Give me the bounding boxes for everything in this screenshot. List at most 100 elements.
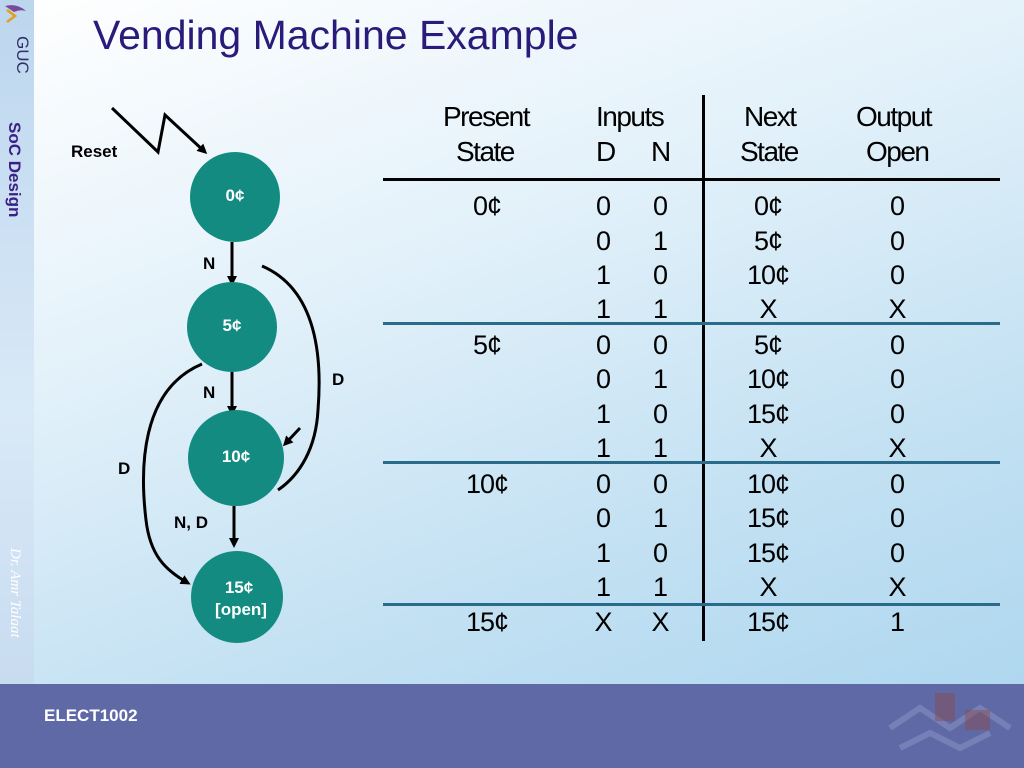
header-next-state: State <box>740 136 799 167</box>
state-15-circle <box>191 551 283 643</box>
table-cell-input-n: 0 <box>652 469 668 499</box>
header-inputs: Inputs <box>596 101 665 132</box>
table-cell-next-state: X <box>759 572 777 602</box>
edge-label-nd: N, D <box>174 513 208 532</box>
logo-text: GUC <box>13 36 32 74</box>
edge-d-0-10 <box>261 264 321 492</box>
edge-label-n1: N <box>203 254 215 273</box>
state-10-label: 10¢ <box>222 447 251 466</box>
header-output: Output <box>856 101 933 132</box>
table-cell-input-d: 0 <box>595 469 611 499</box>
edge-d-5-15 <box>142 362 203 585</box>
table-cell-output: 0 <box>889 226 905 256</box>
table-cell-input-d: 0 <box>595 191 611 221</box>
header-output-open: Open <box>866 136 930 167</box>
table-cell-next-state: 15¢ <box>746 607 790 637</box>
table-cell-input-n: 1 <box>652 572 668 602</box>
table-cell-next-state: 15¢ <box>746 503 790 533</box>
table-cell-input-n: 1 <box>652 294 668 324</box>
table-cell-input-n: 1 <box>652 364 668 394</box>
table-cell-input-d: 0 <box>595 226 611 256</box>
state-0-label: 0¢ <box>226 186 245 205</box>
table-cell-output: X <box>888 433 906 463</box>
group-separator-2 <box>383 461 1000 464</box>
table-cell-input-d: 1 <box>595 572 611 602</box>
table-cell-input-n: 0 <box>652 399 668 429</box>
table-cell-output: 0 <box>889 469 905 499</box>
reset-label: Reset <box>71 142 118 161</box>
header-present: Present <box>443 101 531 132</box>
table-cell-input-d: 1 <box>595 399 611 429</box>
header-next: Next <box>744 101 797 132</box>
table-cell-present: 15¢ <box>465 607 509 637</box>
footer-decoration <box>888 693 1012 752</box>
sidebar <box>0 0 34 684</box>
group-separator-3 <box>383 603 1000 606</box>
table-cell-present: 10¢ <box>465 469 509 499</box>
state-15-open-label: [open] <box>215 600 267 619</box>
table-cell-input-d: 1 <box>595 260 611 290</box>
table-cell-input-d: 1 <box>595 538 611 568</box>
table-cell-input-n: 1 <box>652 226 668 256</box>
table-cell-input-n: 0 <box>652 538 668 568</box>
table-cell-next-state: 5¢ <box>753 330 783 360</box>
table-cell-input-d: 0 <box>595 503 611 533</box>
header-rule <box>383 178 1000 181</box>
table-cell-input-n: 0 <box>652 191 668 221</box>
state-10-circle <box>188 410 284 506</box>
table-cell-next-state: 5¢ <box>753 226 783 256</box>
sidebar-label: SoC Design <box>5 122 24 218</box>
group-separator-1 <box>383 322 1000 325</box>
table-cell-output: 0 <box>889 330 905 360</box>
table-cell-input-d: 1 <box>595 294 611 324</box>
table-cell-next-state: 10¢ <box>746 469 790 499</box>
state-0-circle <box>190 152 280 242</box>
edge-d-0-10-head <box>282 426 302 447</box>
table-cell-output: X <box>888 294 906 324</box>
table-cell-output: 0 <box>889 538 905 568</box>
table-cell-next-state: 15¢ <box>746 399 790 429</box>
table-cell-next-state: X <box>759 433 777 463</box>
table-cell-input-n: 0 <box>652 330 668 360</box>
table-cell-output: 0 <box>889 364 905 394</box>
table-cell-output: 0 <box>889 191 905 221</box>
edge-label-d-right: D <box>332 370 344 389</box>
table-cell-input-n: 0 <box>652 260 668 290</box>
table-cell-output: X <box>888 572 906 602</box>
guc-logo: GUC <box>5 5 32 74</box>
edge-label-d-left: D <box>118 459 130 478</box>
slide-title: Vending Machine Example <box>93 12 579 58</box>
state-5-label: 5¢ <box>223 316 242 335</box>
header-present-state: State <box>456 136 515 167</box>
table-cell-present: 0¢ <box>472 191 502 221</box>
table-cell-input-d: 0 <box>595 364 611 394</box>
table-cell-input-n: X <box>651 607 669 637</box>
table-cell-next-state: 10¢ <box>746 260 790 290</box>
table-cell-input-n: 1 <box>652 503 668 533</box>
table-cell-output: 0 <box>889 399 905 429</box>
table-cell-input-d: 0 <box>595 330 611 360</box>
table-cell-next-state: 10¢ <box>746 364 790 394</box>
table-cell-next-state: X <box>759 294 777 324</box>
course-code: ELECT1002 <box>44 706 138 725</box>
table-cell-input-d: 1 <box>595 433 611 463</box>
table-cell-input-d: X <box>594 607 612 637</box>
state-5-circle <box>187 282 277 372</box>
table-cell-output: 1 <box>889 607 905 637</box>
table-cell-output: 0 <box>889 503 905 533</box>
reset-arrow <box>110 106 208 155</box>
footer-bar <box>0 684 1024 768</box>
state-15-label: 15¢ <box>225 578 254 597</box>
header-input-n: N <box>651 136 671 167</box>
author-label: Dr. Amr Talaat <box>7 548 23 638</box>
header-input-d: D <box>596 136 616 167</box>
table-cell-next-state: 15¢ <box>746 538 790 568</box>
table-cell-input-n: 1 <box>652 433 668 463</box>
table-cell-next-state: 0¢ <box>753 191 783 221</box>
table-divider <box>702 95 705 641</box>
table-cell-present: 5¢ <box>472 330 502 360</box>
edge-label-n2: N <box>203 383 215 402</box>
table-cell-output: 0 <box>889 260 905 290</box>
